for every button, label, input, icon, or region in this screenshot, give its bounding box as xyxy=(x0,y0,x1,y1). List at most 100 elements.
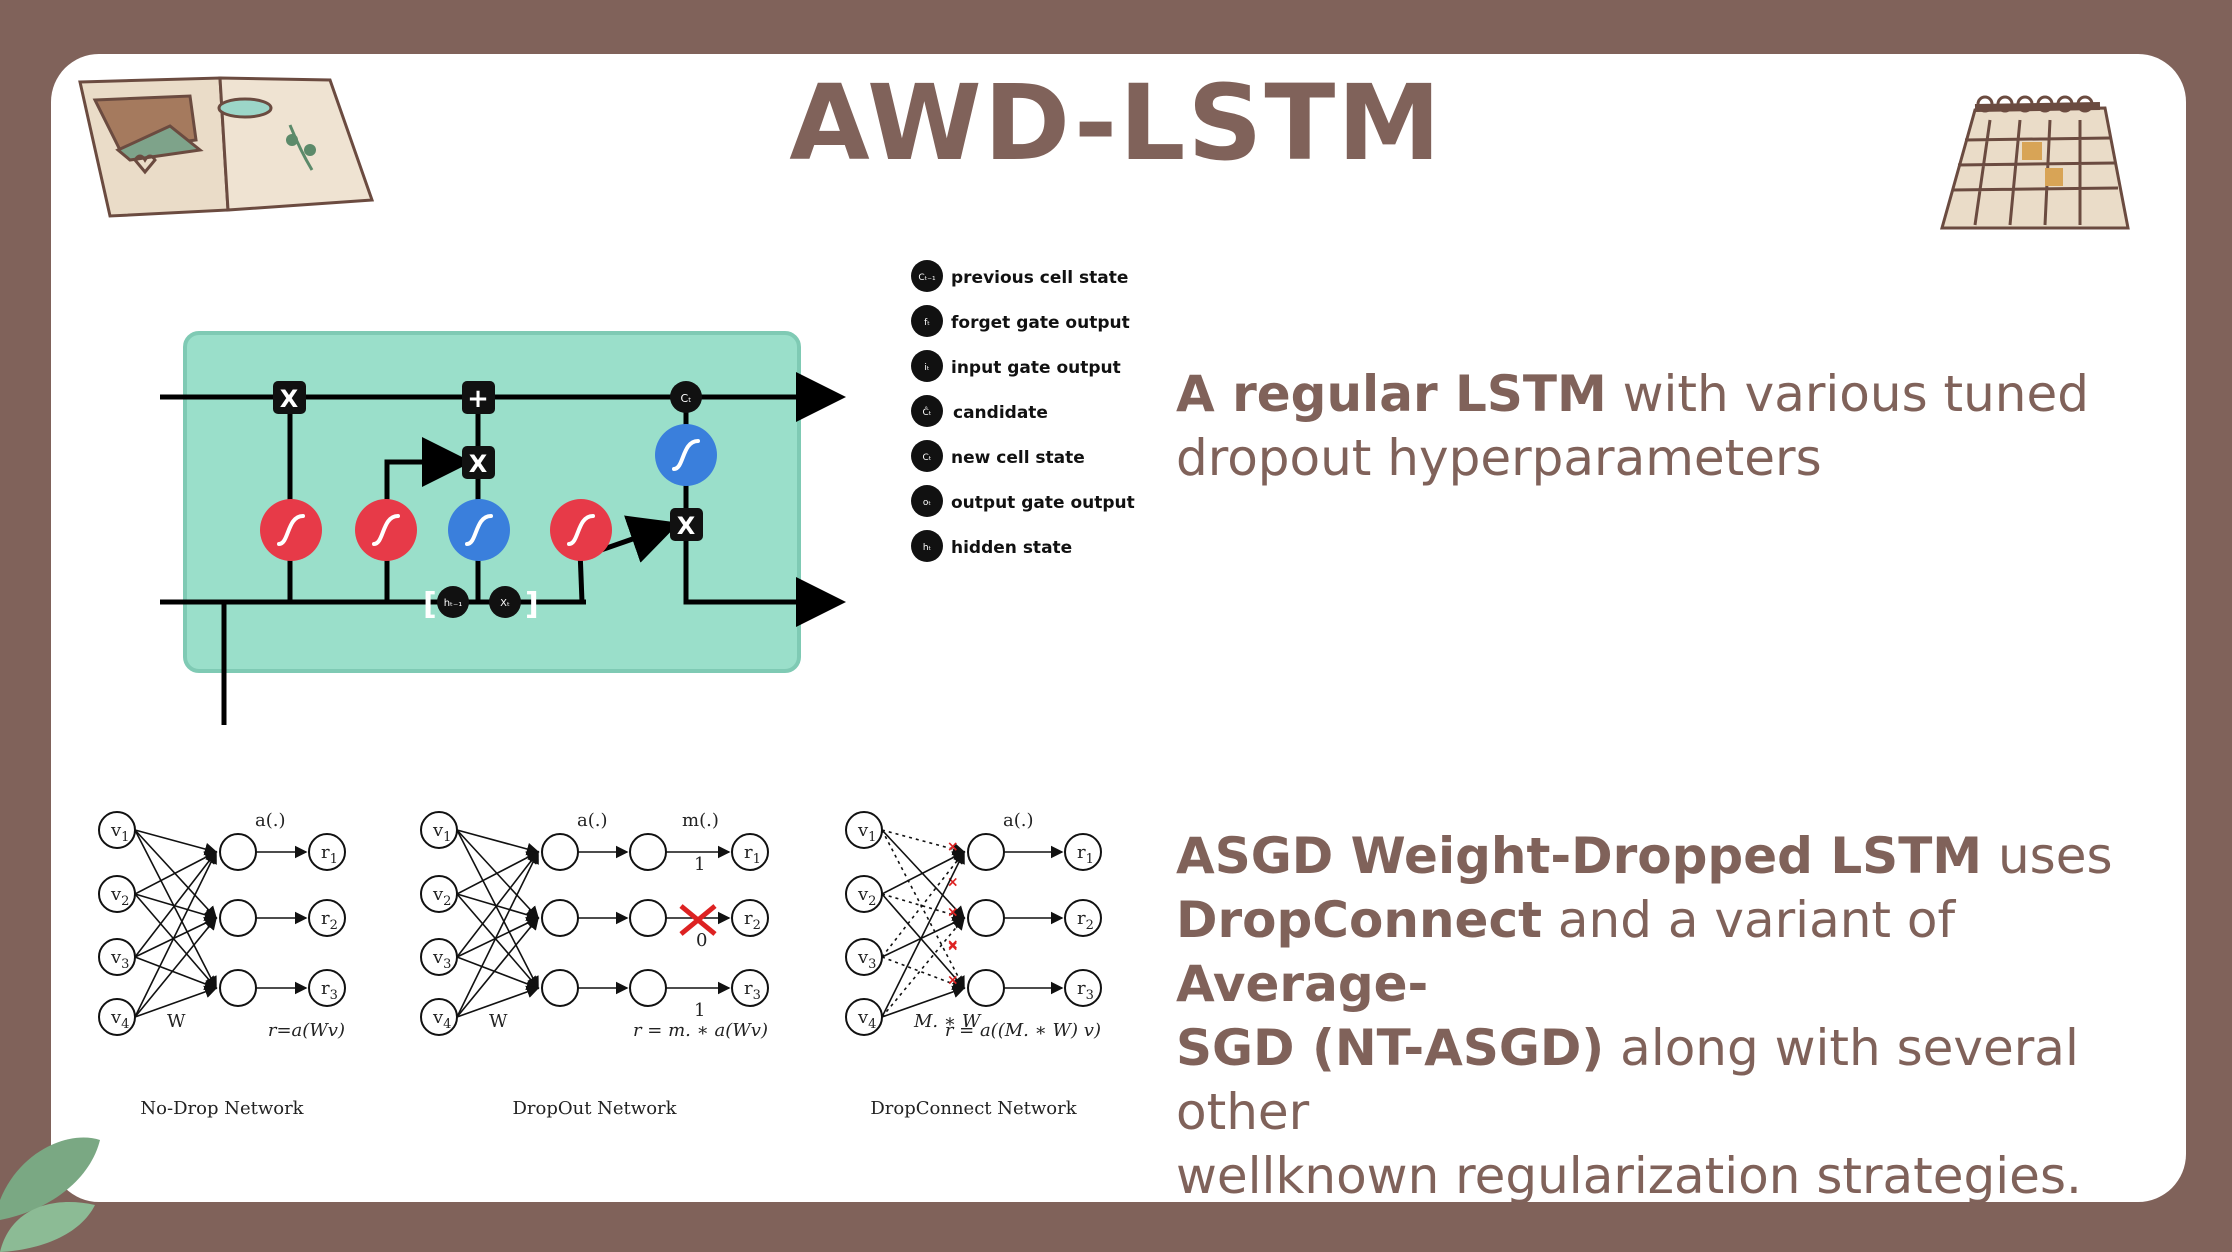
leaf-icon xyxy=(0,1137,100,1252)
lstm-description: A regular LSTM with various tuned dropou… xyxy=(1176,362,2176,490)
network-caption: DropOut Network xyxy=(512,1098,677,1119)
connection-edge xyxy=(134,829,218,856)
x-t-node xyxy=(489,586,521,618)
connection-edge xyxy=(134,850,217,958)
connection-edge xyxy=(881,829,965,990)
output-node xyxy=(308,899,346,937)
network-caption: DropConnect Network xyxy=(870,1098,1077,1119)
drop-x-mark: × xyxy=(947,839,959,855)
connection-edge xyxy=(881,956,966,991)
slide-title: AWD-LSTM xyxy=(789,62,1443,184)
hidden-node xyxy=(219,969,257,1007)
weight-label: M. ∗ W xyxy=(913,1011,982,1032)
lstm-desc-rest2: dropout hyperparameters xyxy=(1176,429,1822,487)
svg-text:forget gate output: forget gate output xyxy=(951,313,1130,333)
sigmoid-output-icon xyxy=(550,499,612,561)
lstm-desc-bold: A regular LSTM xyxy=(1176,365,1607,423)
h-prev-node xyxy=(437,586,469,618)
awd-bold-2: DropConnect xyxy=(1176,891,1542,949)
activation-label: a(.) xyxy=(577,810,608,831)
svg-text:input gate output: input gate output xyxy=(951,358,1121,378)
input-node xyxy=(98,938,136,976)
connection-edge xyxy=(881,850,965,958)
svg-text:previous cell state: previous cell state xyxy=(951,268,1128,288)
mask-one-a: 1 xyxy=(694,854,705,875)
output-node xyxy=(1064,899,1102,937)
output-node xyxy=(308,969,346,1007)
connection-edge xyxy=(134,829,217,990)
output-node xyxy=(1064,833,1102,871)
svg-text:new cell state: new cell state xyxy=(951,448,1085,468)
connection-edge xyxy=(456,829,540,856)
connection-edge xyxy=(881,851,966,895)
hidden-node xyxy=(967,899,1005,937)
input-node xyxy=(420,811,458,849)
svg-text:output gate output: output gate output xyxy=(951,493,1135,513)
tanh-output-icon xyxy=(655,424,717,486)
mask-label: m(.) xyxy=(682,810,719,831)
input-node xyxy=(98,811,136,849)
connection-edge xyxy=(456,893,540,921)
ct-node-label: Cₜ xyxy=(681,392,692,405)
lstm-legend: Cₜ₋₁ previous cell state fₜ forget gate … xyxy=(911,260,1135,562)
activation-label: a(.) xyxy=(1003,810,1034,831)
mul-output-node xyxy=(670,508,703,541)
output-node xyxy=(731,969,769,1007)
mask-node xyxy=(629,833,667,871)
output-node xyxy=(1064,969,1102,1007)
hidden-node xyxy=(219,899,257,937)
svg-text:hₜ: hₜ xyxy=(923,543,932,553)
drop-x-mark: × xyxy=(947,939,959,955)
connection-edge xyxy=(134,829,218,920)
output-node xyxy=(731,833,769,871)
awd-description: ASGD Weight-Dropped LSTM uses DropConnec… xyxy=(1176,824,2186,1208)
legend-item: Cₜ₋₁ previous cell state xyxy=(911,260,1128,292)
mask-zero: 0 xyxy=(696,930,707,951)
svg-text:Ĉₜ: Ĉₜ xyxy=(923,406,932,418)
connection-edge xyxy=(134,916,218,1018)
awd-rest-3: along with several other xyxy=(1176,1019,2079,1141)
svg-text:candidate: candidate xyxy=(953,403,1048,423)
connection-edge xyxy=(134,851,218,895)
svg-text:Cₜ₋₁: Cₜ₋₁ xyxy=(918,273,936,283)
book-icon xyxy=(78,76,375,218)
connection-edge xyxy=(456,917,540,958)
connection-edge xyxy=(456,985,540,1018)
connection-edge xyxy=(456,851,540,895)
svg-text:fₜ: fₜ xyxy=(924,318,930,328)
legend-item: oₜ output gate output xyxy=(911,485,1135,517)
input-node xyxy=(420,875,458,913)
mul-forget-node xyxy=(273,381,306,414)
input-node xyxy=(845,938,883,976)
awd-rest-4: wellknown regularization strategies. xyxy=(1176,1147,2082,1205)
legend-item: hₜ hidden state xyxy=(911,530,1072,562)
connection-edge xyxy=(134,850,217,1018)
connection-edge xyxy=(881,893,966,990)
drop-x-mark: × xyxy=(947,937,959,953)
ct-node xyxy=(670,381,702,413)
mul-input-label: X xyxy=(469,450,488,478)
connection-edge xyxy=(456,850,539,1018)
hidden-node xyxy=(967,833,1005,871)
connection-edge xyxy=(881,916,966,1018)
x-t-label: Xₜ xyxy=(500,598,510,609)
tanh-candidate-icon xyxy=(448,499,510,561)
drop-x-mark: × xyxy=(947,972,959,988)
svg-text:iₜ: iₜ xyxy=(924,363,930,373)
input-node xyxy=(845,875,883,913)
awd-bold-3: Average- xyxy=(1176,955,1429,1013)
hidden-node xyxy=(541,969,579,1007)
h-prev-label: hₜ₋₁ xyxy=(444,598,463,609)
input-node xyxy=(420,938,458,976)
connection-edge xyxy=(134,893,218,990)
connection-edge xyxy=(456,829,540,920)
svg-text:Cₜ: Cₜ xyxy=(923,453,932,463)
add-node-label: + xyxy=(467,384,489,414)
mask-node xyxy=(629,899,667,937)
connection-edge xyxy=(456,829,539,990)
awd-rest-1: uses xyxy=(1982,827,2113,885)
